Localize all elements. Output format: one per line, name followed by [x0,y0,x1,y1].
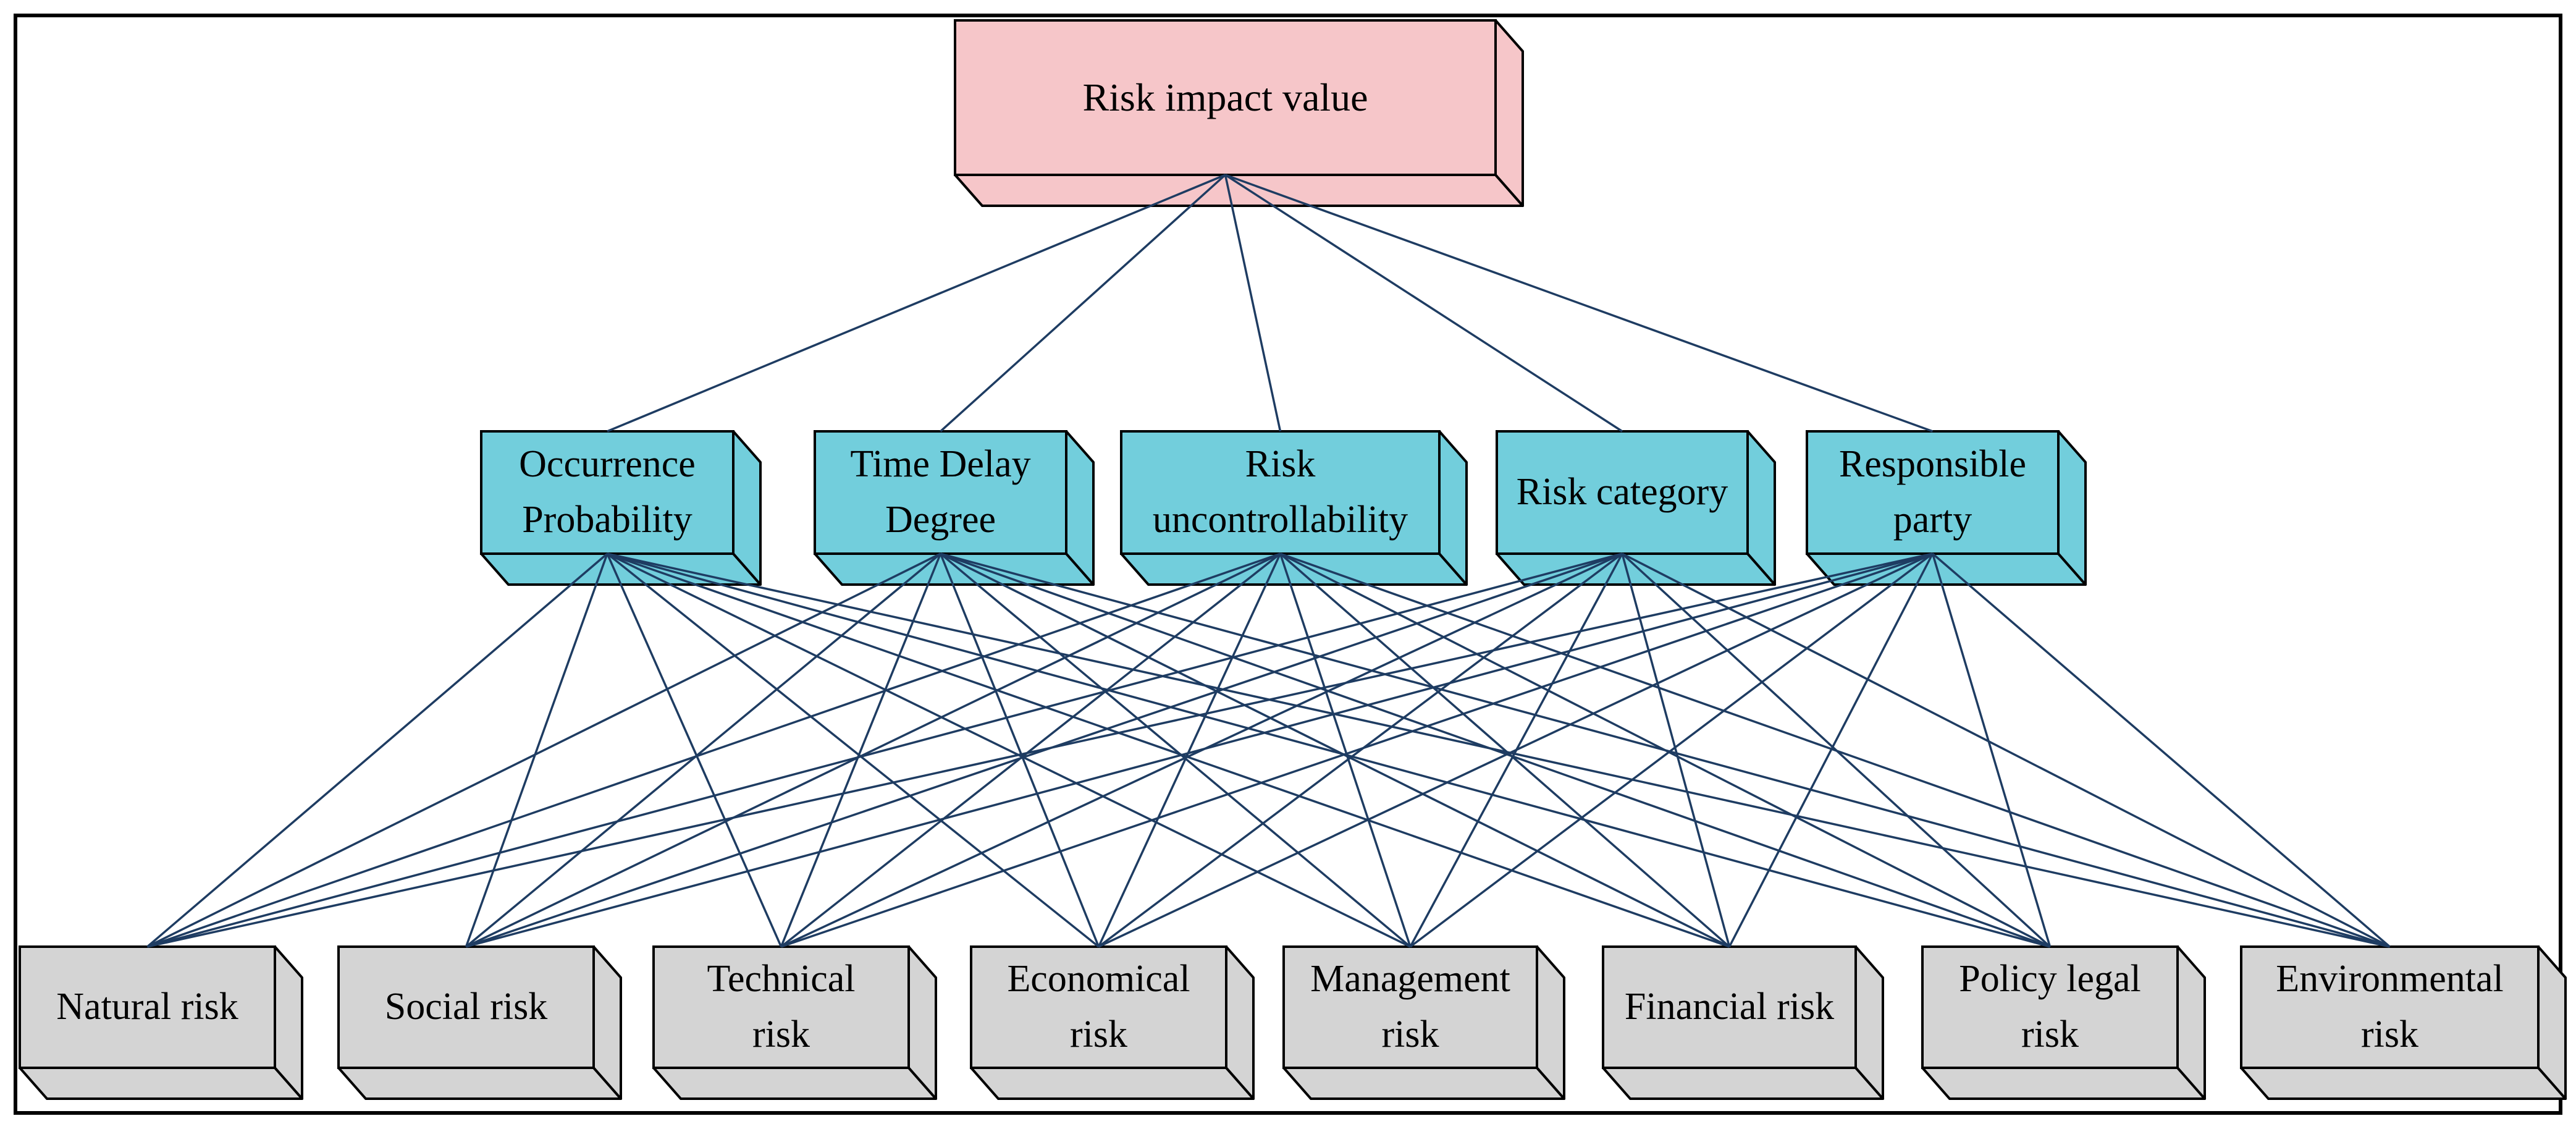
goal-box-right-face [1494,19,1524,207]
edge-criteria-2-risk-1 [465,552,1281,948]
risk-box-3-bottom-face [970,1067,1255,1100]
edge-criteria-3-risk-0 [147,552,1623,948]
risk-box-1-bottom-face [337,1067,622,1100]
edge-criteria-1-risk-3 [939,553,1100,947]
edge-criteria-0-risk-2 [606,553,783,947]
edge-goal-criteria-0 [607,174,1226,433]
edge-criteria-4-risk-1 [466,552,1933,948]
edge-criteria-0-risk-3 [606,552,1100,948]
edge-criteria-0-risk-5 [607,552,1730,948]
criteria-box-1-front-face [814,430,1067,555]
goal-box-front-face [954,19,1497,176]
risk-box-5-front-face [1602,945,1857,1069]
edge-criteria-2-risk-5 [1279,552,1730,948]
criteria-box-3-bottom-face [1496,552,1776,586]
edge-criteria-3-risk-6 [1621,552,2051,948]
edge-criteria-1-risk-4 [940,552,1412,948]
edge-criteria-1-risk-2 [780,553,942,947]
edge-criteria-1-risk-6 [940,552,2051,948]
edge-criteria-2-risk-0 [146,552,1281,948]
risk-box-3-front-face [970,945,1227,1069]
edge-goal-criteria-1 [940,174,1226,433]
edge-criteria-4-risk-2 [780,552,1934,948]
risk-box-7-front-face [2240,945,2540,1069]
edge-criteria-3-risk-7 [1622,552,2391,948]
criteria-box-0-front-face [480,430,734,555]
risk-box-0-front-face [19,945,276,1069]
edge-criteria-0-risk-0 [146,552,608,948]
risk-box-2-front-face [652,945,910,1069]
edge-goal-criteria-2 [1224,174,1282,432]
edge-criteria-4-risk-5 [1728,553,1934,947]
criteria-box-4-bottom-face [1806,552,2087,586]
edge-criteria-1-risk-0 [146,552,941,948]
criteria-box-2-front-face [1120,430,1441,555]
edge-criteria-0-risk-4 [607,552,1411,948]
criteria-box-3-front-face [1496,430,1749,555]
edge-criteria-2-risk-6 [1279,552,2051,948]
risk-box-4-bottom-face [1282,1067,1565,1100]
edge-criteria-4-risk-6 [1931,553,2052,947]
edge-goal-criteria-3 [1224,174,1623,433]
edge-criteria-2-risk-4 [1279,553,1412,947]
risk-box-2-bottom-face [652,1067,937,1100]
edge-criteria-4-risk-7 [1932,552,2391,948]
edge-criteria-0-risk-6 [607,552,2050,948]
risk-box-4-front-face [1282,945,1538,1069]
edge-criteria-4-risk-0 [147,552,1933,948]
edge-goal-criteria-4 [1224,174,1934,433]
edge-criteria-0-risk-7 [607,552,2390,948]
edge-criteria-4-risk-3 [1098,552,1934,948]
edge-criteria-3-risk-3 [1098,552,1623,948]
risk-box-1-front-face [337,945,595,1069]
edge-criteria-1-risk-1 [465,552,941,948]
edge-criteria-2-risk-3 [1097,553,1282,947]
outer-frame [14,14,2562,1115]
edge-criteria-1-risk-5 [940,552,1730,948]
edge-criteria-0-risk-1 [465,553,608,947]
edge-criteria-4-risk-4 [1409,552,1934,948]
risk-box-5-bottom-face [1602,1067,1884,1100]
risk-box-6-front-face [1921,945,2179,1069]
risk-box-7-bottom-face [2240,1067,2567,1100]
criteria-box-4-front-face [1806,430,2060,555]
risk-box-0-bottom-face [19,1067,303,1100]
risk-box-6-bottom-face [1921,1067,2206,1100]
edge-criteria-2-risk-2 [780,552,1281,948]
